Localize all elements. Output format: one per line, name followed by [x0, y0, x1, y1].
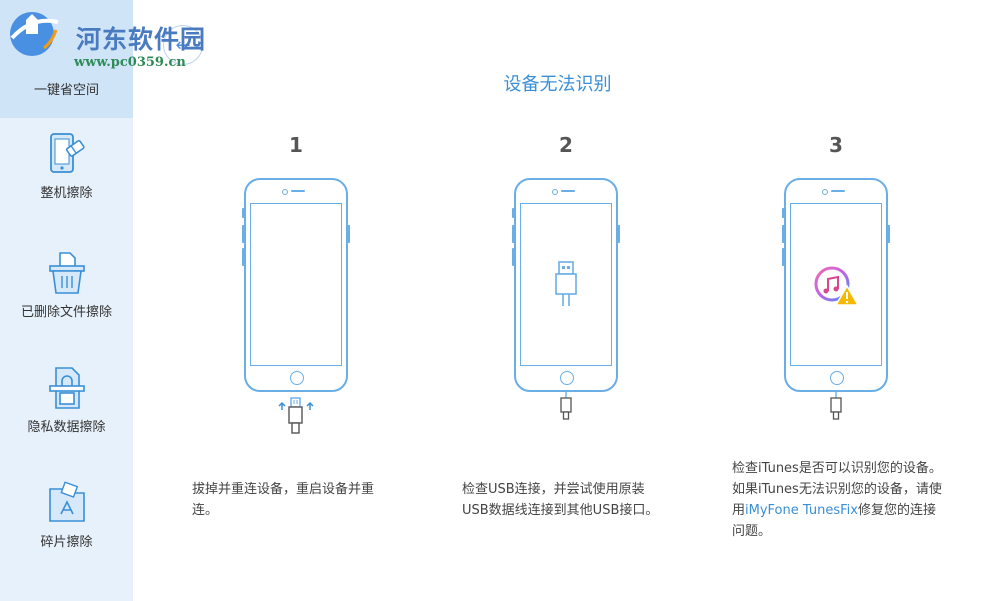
step-1-phone-illustration [242, 178, 350, 392]
step-3-number: 3 [829, 133, 843, 157]
itunes-warning-icon [814, 266, 860, 306]
sidebar-item-full-erase[interactable]: 整机擦除 [0, 132, 133, 201]
sidebar-item-fragment-erase[interactable]: 碎片擦除 [0, 481, 133, 550]
sidebar-item-label: 碎片擦除 [40, 535, 93, 550]
step-3-description: 检查iTunes是否可以识别您的设备。如果iTunes无法识别您的设备，请使用i… [732, 458, 942, 542]
page-title: 设备无法识别 [503, 74, 612, 95]
phone-erase-icon [49, 133, 85, 173]
step-1-description: 拔掉并重连设备，重启设备并重连。 [192, 482, 375, 518]
step-2-description: 检查USB连接，并尝试使用原装USB数据线连接到其他USB接口。 [462, 482, 659, 518]
sidebar-item-private-data-erase[interactable]: 隐私数据擦除 [0, 366, 133, 435]
sidebar-item-label: 整机擦除 [40, 186, 93, 201]
watermark-url: www.pc0359.cn [74, 55, 186, 70]
cable-reconnect-icon [278, 397, 314, 434]
tunesfix-link[interactable]: iMyFone TunesFix [745, 503, 858, 518]
sidebar-item-label: 一键省空间 [33, 83, 99, 98]
watermark: 河东软件园 www.pc0359.cn [4, 8, 207, 70]
back-arrow-icon: ← [175, 34, 191, 56]
step-1-number: 1 [289, 133, 303, 157]
folder-app-icon [48, 481, 85, 522]
lightning-connector-icon [560, 392, 572, 420]
back-button[interactable]: ← [163, 25, 203, 65]
step-3-description-text-end: 修复您的连接问题。 [732, 503, 936, 539]
sidebar-item-label: 已删除文件擦除 [20, 305, 112, 320]
usb-plug-icon [555, 261, 577, 306]
watermark-title: 河东软件园 [76, 25, 207, 54]
sidebar-item-label: 隐私数据擦除 [27, 420, 106, 435]
lock-file-icon [48, 367, 85, 409]
trash-file-icon [48, 252, 85, 294]
step-3-description-text: 检查iTunes是否可以识别您的设备。如果iTunes无法识别您的设备，请使用 [732, 461, 942, 518]
sidebar-item-deleted-file-erase[interactable]: 已删除文件擦除 [0, 251, 133, 320]
sidebar: 一键省空间 整机擦除 已删除文件擦除 隐私数据擦除 [0, 0, 133, 601]
step-2-number: 2 [559, 133, 573, 157]
watermark-logo [10, 12, 59, 56]
lightning-connector-icon [830, 392, 842, 420]
